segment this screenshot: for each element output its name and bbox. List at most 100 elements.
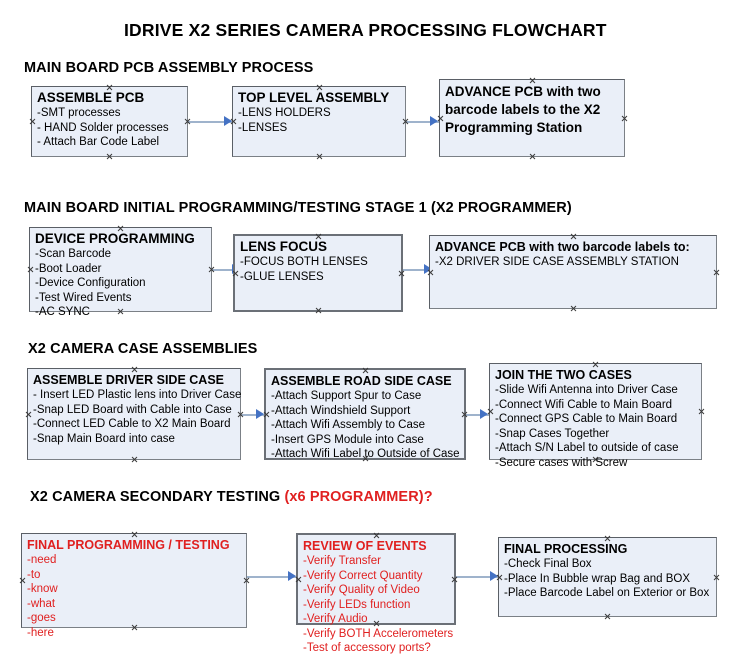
node-lens-focus[interactable]: LENS FOCUS -FOCUS BOTH LENSES -GLUE LENS… (233, 234, 403, 312)
connector-handle-top[interactable] (315, 233, 322, 240)
connector-handle-bottom[interactable] (373, 620, 380, 627)
connector-handle-bottom[interactable] (117, 308, 124, 315)
node-line: -X2 DRIVER SIDE CASE ASSEMBLY STATION (435, 256, 679, 268)
node-line: - Attach Bar Code Label (37, 136, 160, 148)
connector-handle-right[interactable] (398, 270, 405, 277)
node-final-programming-testing[interactable]: FINAL PROGRAMMING / TESTING -need -to -k… (19, 531, 250, 639)
connector-handle-left[interactable] (427, 269, 434, 276)
node-assemble-road-side-case[interactable]: ASSEMBLE ROAD SIDE CASE -Attach Support … (264, 368, 466, 460)
node-device-programming[interactable]: DEVICE PROGRAMMING -Scan Barcode -Boot L… (27, 225, 215, 318)
node-advance-pcb-to-programming-station[interactable]: ADVANCE PCB with two barcode labels to t… (439, 79, 625, 157)
connector-handle-left[interactable] (19, 577, 26, 584)
connector-handle-left[interactable] (25, 411, 32, 418)
node-join-the-two-cases[interactable]: JOIN THE TWO CASES -Slide Wifi Antenna i… (487, 361, 705, 469)
connector-handle-top[interactable] (362, 367, 369, 374)
connector-handle-left[interactable] (295, 576, 302, 583)
connector-handle-bottom[interactable] (592, 456, 599, 463)
node-advance-pcb-to-driver-side-case[interactable]: ADVANCE PCB with two barcode labels to: … (429, 235, 717, 309)
connector-handle-right[interactable] (461, 411, 468, 418)
node-line: -Scan Barcode (35, 248, 112, 260)
node-heading: REVIEW OF EVENTS (303, 539, 427, 553)
connector-handle-top[interactable] (117, 225, 124, 232)
section-title-main-board-initial-programming: MAIN BOARD INITIAL PROGRAMMING/TESTING S… (24, 200, 572, 216)
connector-handle-left[interactable] (29, 118, 36, 125)
node-line: -Verify Transfer (303, 555, 381, 567)
node-line: -Place In Bubble wrap Bag and BOX (504, 572, 691, 585)
connector-handle-top[interactable] (131, 366, 138, 373)
connector-handle-top[interactable] (570, 233, 577, 240)
connector-handle-top[interactable] (604, 535, 611, 542)
node-heading: DEVICE PROGRAMMING (35, 231, 195, 246)
node-review-of-events[interactable]: REVIEW OF EVENTS -Verify Transfer -Verif… (295, 532, 458, 654)
node-line: -Connect GPS Cable to Main Board (495, 413, 678, 425)
connector-handle-right[interactable] (243, 577, 250, 584)
node-line: -Insert GPS Module into Case (271, 433, 424, 446)
node-line: -what (27, 597, 56, 610)
node-line: -Verify Correct Quantity (303, 569, 423, 582)
node-line: -FOCUS BOTH LENSES (240, 256, 368, 268)
node-line: -Connect Wifi Cable to Main Board (495, 398, 673, 411)
connector-handle-right[interactable] (621, 115, 628, 122)
connector-handle-left[interactable] (437, 115, 444, 122)
node-line: -Device Configuration (35, 277, 146, 289)
node-line: -Connect LED Cable to X2 Main Board (33, 418, 231, 430)
node-heading: ADVANCE PCB with two barcode labels to: (435, 240, 690, 254)
node-line: -Attach Windshield Support (271, 404, 411, 417)
node-heading: FINAL PROGRAMMING / TESTING (27, 538, 230, 552)
connector-handle-right[interactable] (451, 576, 458, 583)
node-assemble-driver-side-case[interactable]: ASSEMBLE DRIVER SIDE CASE - Insert LED P… (27, 368, 241, 460)
connector-handle-left[interactable] (487, 408, 494, 415)
connector-handle-top[interactable] (131, 531, 138, 538)
node-final-processing[interactable]: FINAL PROCESSING -Check Final Box -Place… (498, 537, 717, 617)
page-title: IDRIVE X2 SERIES CAMERA PROCESSING FLOWC… (124, 20, 607, 40)
connector-top-level-to-advance-pcb (406, 121, 439, 123)
node-line: -know (27, 583, 58, 595)
node-line: -Verify Quality of Video (303, 584, 420, 596)
connector-handle-right[interactable] (208, 266, 215, 273)
connector-handle-left[interactable] (230, 118, 237, 125)
node-line: -Snap LED Board with Cable into Case (33, 403, 232, 416)
connector-handle-bottom[interactable] (106, 153, 113, 160)
node-heading: FINAL PROCESSING (504, 542, 628, 556)
connector-handle-bottom[interactable] (131, 456, 138, 463)
node-heading: ASSEMBLE ROAD SIDE CASE (271, 374, 452, 388)
connector-handle-bottom[interactable] (570, 305, 577, 312)
connector-handle-bottom[interactable] (529, 153, 536, 160)
node-line: -Verify Audio (303, 613, 368, 625)
connector-handle-bottom[interactable] (604, 613, 611, 620)
node-heading: ADVANCE PCB with two barcode labels to t… (445, 84, 601, 135)
connector-handle-bottom[interactable] (315, 307, 322, 314)
connector-handle-bottom[interactable] (362, 455, 369, 462)
connector-handle-left[interactable] (263, 411, 270, 418)
connector-device-programming-to-lens-focus (212, 269, 240, 271)
connector-handle-right[interactable] (402, 118, 409, 125)
connector-handle-top[interactable] (529, 77, 536, 84)
node-line: -here (27, 626, 54, 639)
connector-handle-top[interactable] (592, 361, 599, 368)
node-line: -SMT processes (37, 107, 121, 119)
connector-handle-left[interactable] (496, 574, 503, 581)
arrowhead-icon (490, 571, 498, 581)
connector-road-case-to-join-cases (466, 414, 490, 416)
node-top-level-assembly[interactable]: TOP LEVEL ASSEMBLY -LENS HOLDERS -LENSES (232, 86, 406, 157)
connector-handle-right[interactable] (698, 408, 705, 415)
connector-handle-left[interactable] (27, 266, 34, 273)
connector-handle-bottom[interactable] (131, 624, 138, 631)
connector-handle-right[interactable] (237, 411, 244, 418)
node-line: -Attach S/N Label to outside of case (495, 442, 679, 454)
connector-handle-right[interactable] (713, 574, 720, 581)
section-title-main-board-pcb-assembly: MAIN BOARD PCB ASSEMBLY PROCESS (24, 60, 314, 76)
connector-handle-top[interactable] (373, 532, 380, 539)
connector-handle-left[interactable] (232, 270, 239, 277)
connector-handle-right[interactable] (184, 118, 191, 125)
connector-assemble-pcb-to-top-level (188, 121, 232, 123)
node-heading: ASSEMBLE PCB (37, 90, 145, 105)
node-assemble-pcb[interactable]: ASSEMBLE PCB -SMT processes - HAND Solde… (31, 86, 188, 157)
connector-handle-right[interactable] (713, 269, 720, 276)
node-line: -to (27, 568, 41, 581)
connector-handle-top[interactable] (106, 84, 113, 91)
connector-handle-top[interactable] (316, 84, 323, 91)
connector-handle-bottom[interactable] (316, 153, 323, 160)
arrowhead-icon (480, 409, 488, 419)
